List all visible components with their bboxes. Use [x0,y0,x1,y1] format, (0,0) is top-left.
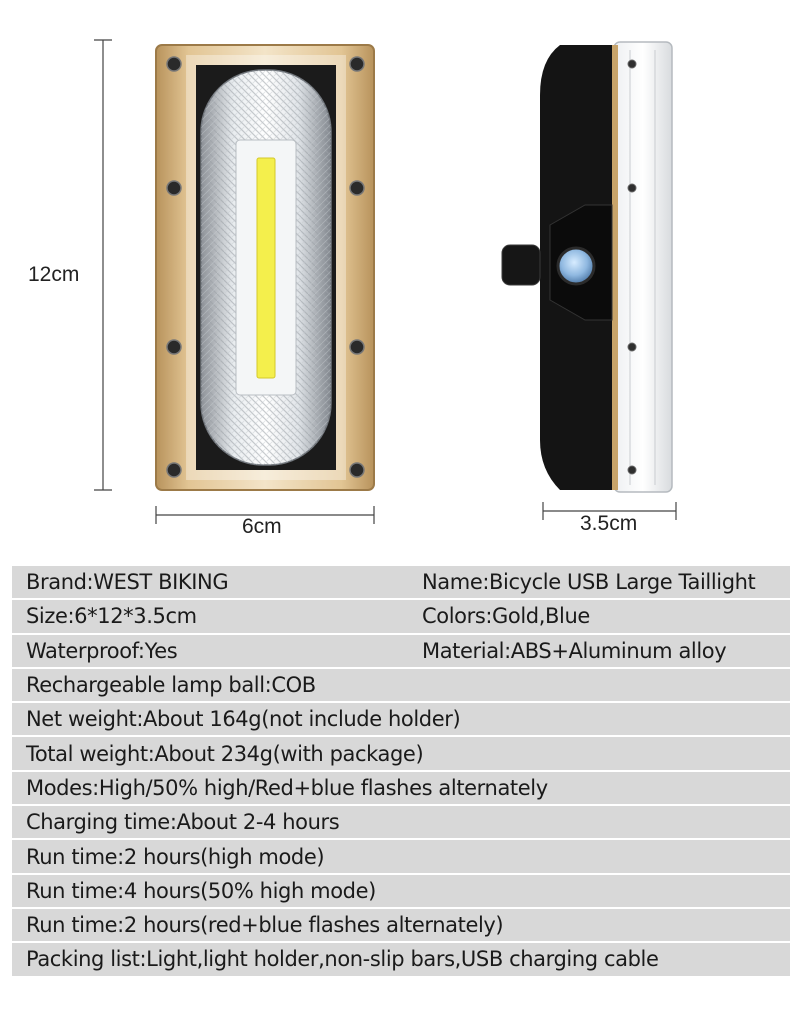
width-label: 6cm [242,515,282,538]
spec-run-flash: Run time:2 hours(red+blue flashes altern… [26,913,504,938]
spec-packing: Packing list:Light,light holder,non-slip… [26,947,659,972]
product-photo-area: 12cm 6cm 3.5cm [28,39,677,538]
spec-row: Rechargeable lamp ball:COB [12,668,790,704]
spec-run-50: Run time:4 hours(50% high mode) [26,878,376,903]
side-view-light [501,41,673,493]
width-dimension-line [155,506,375,524]
spec-row: Total weight:About 234g(with package) [12,737,790,772]
spec-row: Run time:2 hours(red+blue flashes altern… [12,908,790,944]
spec-charging: Charging time:About 2-4 hours [26,810,340,835]
spec-waterproof: Waterproof:Yes [26,638,178,663]
product-illustration [94,39,677,524]
spec-row: Run time:4 hours(50% high mode) [12,874,790,909]
spec-colors: Colors:Gold,Blue [422,604,590,629]
spec-total-weight: Total weight:About 234g(with package) [26,741,424,766]
spec-row: Waterproof:Yes Material:ABS+Aluminum all… [12,634,790,669]
spec-modes: Modes:High/50% high/Red+blue flashes alt… [26,775,548,800]
spec-row: Modes:High/50% high/Red+blue flashes alt… [12,771,790,807]
spec-size: Size:6*12*3.5cm [26,604,197,629]
spec-row: Net weight:About 164g(not include holder… [12,703,790,738]
depth-label: 3.5cm [580,512,638,535]
front-view-light [155,44,375,491]
height-label: 12cm [28,263,80,286]
spec-brand: Brand:WEST BIKING [26,570,229,595]
spec-row: Run time:2 hours(high mode) [12,840,790,875]
height-dimension-line [94,39,112,491]
spec-row: Size:6*12*3.5cm Colors:Gold,Blue [12,600,790,635]
spec-name: Name:Bicycle USB Large Taillight [422,570,756,595]
spec-row: Brand:WEST BIKING Name:Bicycle USB Large… [12,566,790,601]
spec-material: Material:ABS+Aluminum alloy [422,638,727,663]
spec-lamp: Rechargeable lamp ball:COB [26,673,316,698]
spec-net-weight: Net weight:About 164g(not include holder… [26,707,461,732]
depth-dimension-line [542,502,677,520]
spec-run-high: Run time:2 hours(high mode) [26,844,325,869]
spec-table: Brand:WEST BIKING Name:Bicycle USB Large… [12,566,790,978]
spec-row: Packing list:Light,light holder,non-slip… [12,943,790,978]
spec-row: Charging time:About 2-4 hours [12,806,790,841]
